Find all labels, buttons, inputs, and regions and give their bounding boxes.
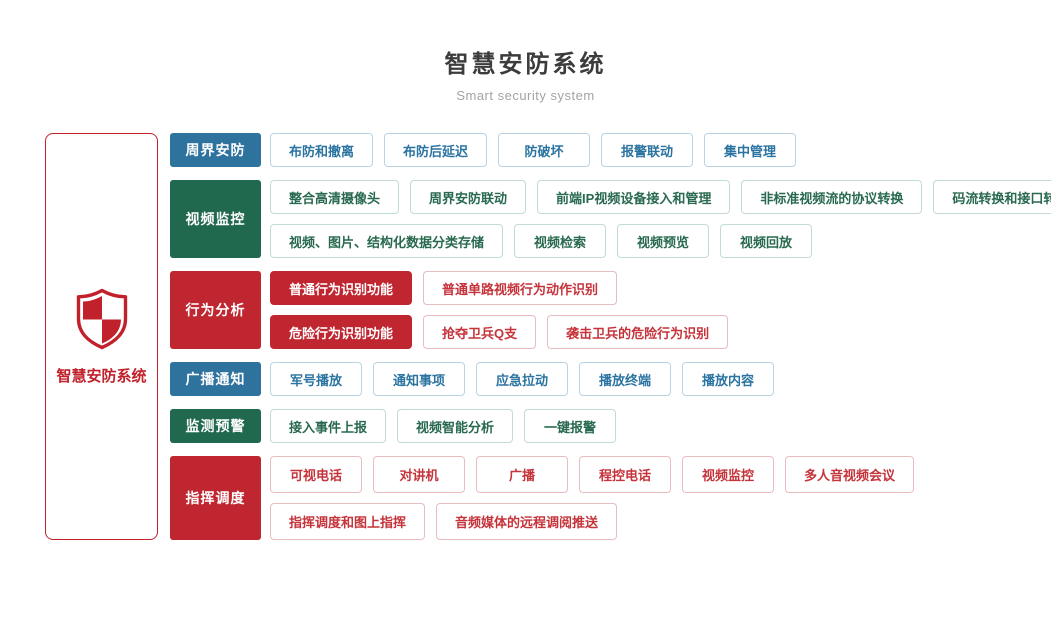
feature-item: 音频媒体的远程调阅推送 bbox=[436, 503, 618, 540]
page-header: 智慧安防系统 Smart security system bbox=[0, 0, 1051, 103]
category-label-video: 视频监控 bbox=[170, 180, 261, 258]
feature-item: 对讲机 bbox=[373, 456, 465, 493]
category-label-broadcast: 广播通知 bbox=[170, 362, 261, 396]
section-monitor: 监测预警接入事件上报视频智能分析一键报警 bbox=[170, 409, 1051, 443]
feature-item: 抢夺卫兵Q支 bbox=[423, 315, 537, 349]
category-label-perimeter: 周界安防 bbox=[170, 133, 261, 167]
feature-item: 播放终端 bbox=[579, 362, 671, 396]
section-dispatch: 指挥调度可视电话对讲机广播程控电话视频监控多人音视频会议指挥调度和图上指挥音频媒… bbox=[170, 456, 1051, 540]
feature-row: 普通行为识别功能普通单路视频行为动作识别 bbox=[270, 271, 728, 305]
feature-item: 危险行为识别功能 bbox=[270, 315, 413, 349]
feature-rows: 整合高清摄像头周界安防联动前端IP视频设备接入和管理非标准视频流的协议转换码流转… bbox=[270, 180, 1051, 258]
feature-item: 视频预览 bbox=[617, 224, 710, 258]
feature-row: 整合高清摄像头周界安防联动前端IP视频设备接入和管理非标准视频流的协议转换码流转… bbox=[270, 180, 1051, 214]
feature-item: 通知事项 bbox=[373, 362, 465, 396]
sections: 周界安防布防和撤离布防后延迟防破坏报警联动集中管理视频监控整合高清摄像头周界安防… bbox=[170, 133, 1051, 540]
feature-item: 袭击卫兵的危险行为识别 bbox=[547, 315, 729, 349]
feature-item: 整合高清摄像头 bbox=[270, 180, 400, 214]
feature-item: 播放内容 bbox=[682, 362, 774, 396]
category-label-dispatch: 指挥调度 bbox=[170, 456, 261, 540]
feature-item: 周界安防联动 bbox=[410, 180, 527, 214]
feature-item: 视频、图片、结构化数据分类存储 bbox=[270, 224, 504, 258]
page-title: 智慧安防系统 bbox=[444, 51, 607, 78]
feature-item: 视频监控 bbox=[682, 456, 774, 493]
feature-item: 指挥调度和图上指挥 bbox=[270, 503, 426, 540]
feature-item: 报警联动 bbox=[601, 133, 694, 167]
feature-row: 接入事件上报视频智能分析一键报警 bbox=[270, 409, 617, 443]
feature-item: 码流转换和接口转换 bbox=[933, 180, 1051, 214]
feature-item: 接入事件上报 bbox=[270, 409, 387, 443]
feature-rows: 接入事件上报视频智能分析一键报警 bbox=[270, 409, 617, 443]
feature-row: 危险行为识别功能抢夺卫兵Q支袭击卫兵的危险行为识别 bbox=[270, 315, 729, 349]
feature-rows: 普通行为识别功能普通单路视频行为动作识别危险行为识别功能抢夺卫兵Q支袭击卫兵的危… bbox=[270, 271, 729, 349]
feature-item: 布防后延迟 bbox=[384, 133, 488, 167]
feature-item: 防破坏 bbox=[498, 133, 591, 167]
feature-row: 军号播放通知事项应急拉动播放终端播放内容 bbox=[270, 362, 774, 396]
feature-item: 广播 bbox=[476, 456, 568, 493]
feature-rows: 军号播放通知事项应急拉动播放终端播放内容 bbox=[270, 362, 774, 396]
feature-item: 前端IP视频设备接入和管理 bbox=[537, 180, 731, 214]
feature-item: 军号播放 bbox=[270, 362, 362, 396]
feature-item: 视频检索 bbox=[514, 224, 607, 258]
feature-item: 应急拉动 bbox=[476, 362, 568, 396]
feature-item: 布防和撤离 bbox=[270, 133, 374, 167]
feature-rows: 可视电话对讲机广播程控电话视频监控多人音视频会议指挥调度和图上指挥音频媒体的远程… bbox=[270, 456, 915, 540]
feature-item: 多人音视频会议 bbox=[785, 456, 915, 493]
feature-row: 布防和撤离布防后延迟防破坏报警联动集中管理 bbox=[270, 133, 797, 167]
diagram: 智慧安防系统 周界安防布防和撤离布防后延迟防破坏报警联动集中管理视频监控整合高清… bbox=[45, 133, 1051, 540]
feature-item: 视频回放 bbox=[720, 224, 813, 258]
feature-item: 普通行为识别功能 bbox=[270, 271, 413, 305]
section-video: 视频监控整合高清摄像头周界安防联动前端IP视频设备接入和管理非标准视频流的协议转… bbox=[170, 180, 1051, 258]
root-node: 智慧安防系统 bbox=[45, 133, 158, 540]
page-subtitle: Smart security system bbox=[456, 88, 595, 103]
feature-item: 集中管理 bbox=[704, 133, 797, 167]
category-label-behavior: 行为分析 bbox=[170, 271, 261, 349]
feature-row: 指挥调度和图上指挥音频媒体的远程调阅推送 bbox=[270, 503, 914, 540]
feature-item: 可视电话 bbox=[270, 456, 362, 493]
feature-row: 视频、图片、结构化数据分类存储视频检索视频预览视频回放 bbox=[270, 224, 1051, 258]
section-broadcast: 广播通知军号播放通知事项应急拉动播放终端播放内容 bbox=[170, 362, 1051, 396]
feature-rows: 布防和撤离布防后延迟防破坏报警联动集中管理 bbox=[270, 133, 797, 167]
feature-row: 可视电话对讲机广播程控电话视频监控多人音视频会议 bbox=[270, 456, 915, 493]
section-behavior: 行为分析普通行为识别功能普通单路视频行为动作识别危险行为识别功能抢夺卫兵Q支袭击… bbox=[170, 271, 1051, 349]
feature-item: 非标准视频流的协议转换 bbox=[741, 180, 923, 214]
category-label-monitor: 监测预警 bbox=[170, 409, 261, 443]
shield-icon bbox=[73, 288, 131, 355]
root-label: 智慧安防系统 bbox=[56, 367, 147, 385]
section-perimeter: 周界安防布防和撤离布防后延迟防破坏报警联动集中管理 bbox=[170, 133, 1051, 167]
feature-item: 普通单路视频行为动作识别 bbox=[423, 271, 618, 305]
feature-item: 一键报警 bbox=[524, 409, 617, 443]
feature-item: 程控电话 bbox=[579, 456, 671, 493]
feature-item: 视频智能分析 bbox=[397, 409, 514, 443]
